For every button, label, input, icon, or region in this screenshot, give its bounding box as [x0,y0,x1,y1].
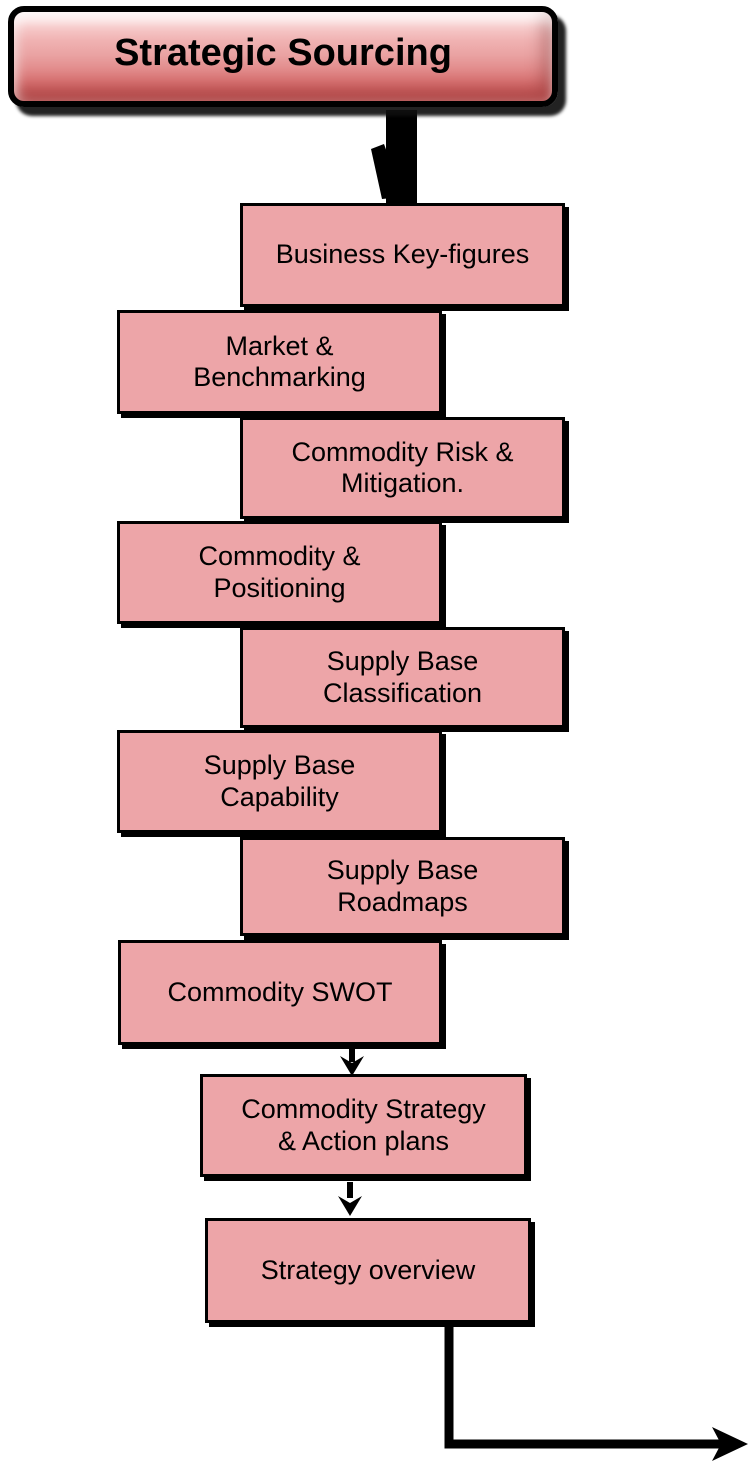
title-banner: Strategic Sourcing [8,6,558,107]
step-supply-base-capability: Supply Base Capability [117,730,442,833]
title-to-first-step-bar [386,110,417,206]
overview-exit-elbow-line [444,1325,726,1449]
step-label: Market & Benchmarking [193,330,366,392]
step-label: Commodity & Positioning [198,541,361,603]
step-label: Strategy overview [260,1254,476,1285]
step-label: Commodity Strategy & Action plans [241,1094,486,1156]
step-label: Supply Base Roadmaps [326,855,479,917]
step-market-benchmarking: Market & Benchmarking [117,310,442,414]
step-label: Commodity Risk & Mitigation. [291,436,514,498]
overview-exit-arrowhead-icon [712,1427,748,1461]
swot-to-strategy-arrowhead-icon [340,1056,364,1076]
step-commodity-strategy-action-plans: Commodity Strategy & Action plans [200,1074,527,1177]
step-label: Commodity SWOT [167,976,393,1007]
title-label: Strategic Sourcing [114,32,452,74]
title-to-first-step-arrowhead-icon [371,144,403,199]
step-commodity-swot: Commodity SWOT [118,940,442,1045]
strategy-to-overview-arrow-shaft [347,1182,353,1198]
step-label: Supply Base Classification [322,646,483,708]
step-commodity-positioning: Commodity & Positioning [117,521,442,624]
step-label: Supply Base Capability [203,750,356,812]
swot-to-strategy-arrow-shaft [349,1048,355,1062]
step-business-key-figures: Business Key-figures [240,203,565,307]
step-label: Business Key-figures [275,239,530,270]
step-strategy-overview: Strategy overview [205,1218,531,1323]
strategy-to-overview-arrowhead-icon [338,1196,362,1216]
step-supply-base-roadmaps: Supply Base Roadmaps [240,837,565,936]
step-commodity-risk-mitigation: Commodity Risk & Mitigation. [240,417,565,519]
step-supply-base-classification: Supply Base Classification [240,627,565,728]
